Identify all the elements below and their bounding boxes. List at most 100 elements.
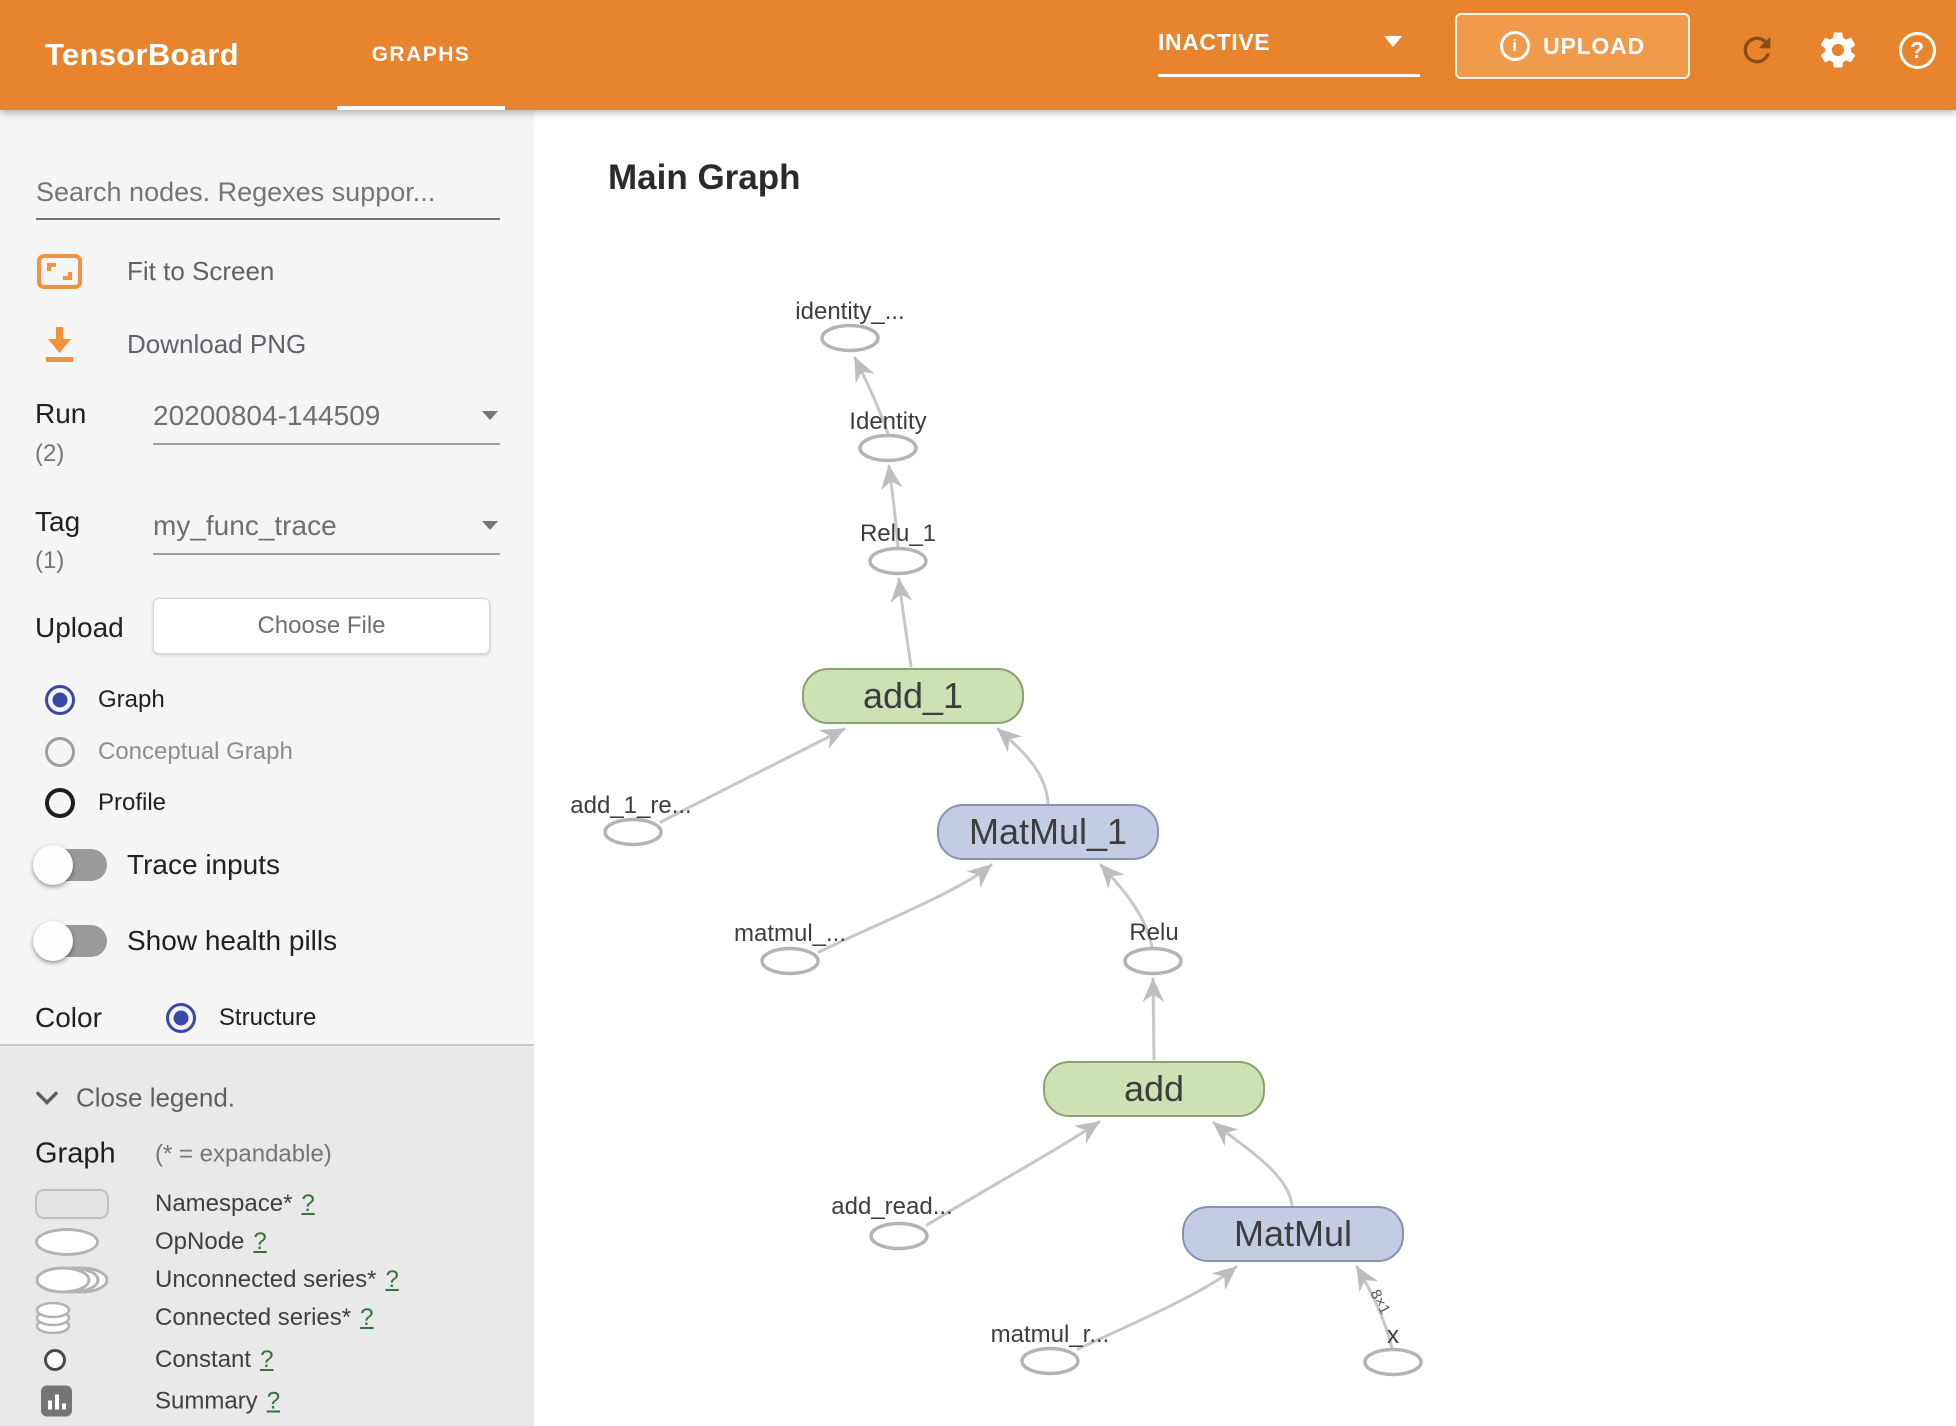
view-option-graph-label[interactable]: Graph xyxy=(98,686,165,713)
legend-label: Constant xyxy=(155,1346,252,1373)
health-pills-toggle[interactable] xyxy=(33,921,109,961)
fit-to-screen-icon xyxy=(37,254,82,289)
search-underline xyxy=(36,218,500,220)
toggle-thumb[interactable] xyxy=(33,921,73,961)
color-structure-radio[interactable] xyxy=(165,1003,196,1033)
node-label-identity: Identity xyxy=(849,408,927,435)
legend-label: Unconnected series* xyxy=(155,1266,377,1293)
color-label: Color xyxy=(35,1002,102,1033)
trace-inputs-label[interactable]: Trace inputs xyxy=(127,849,281,880)
tab-graphs-label: GRAPHS xyxy=(371,43,471,66)
run-count: (2) xyxy=(35,440,65,467)
fit-to-screen-button[interactable]: Fit to Screen xyxy=(36,251,274,291)
legend-item-opnode: OpNode ? xyxy=(35,1228,267,1256)
health-pills-toggle-row[interactable]: Show health pills xyxy=(33,921,337,961)
help-link[interactable]: ? xyxy=(253,1228,267,1255)
legend-label: Summary xyxy=(155,1387,258,1414)
view-option-profile[interactable]: Profile xyxy=(45,788,166,818)
download-icon xyxy=(46,327,73,362)
node-add-1-label: add_1 xyxy=(862,675,964,716)
legend-heading: Graph xyxy=(35,1137,116,1170)
node-matmul-read[interactable] xyxy=(760,946,820,976)
node-add-1-read[interactable] xyxy=(603,817,663,847)
legend-item-connected-series: Connected series* ? xyxy=(35,1302,373,1334)
node-identity-out[interactable] xyxy=(820,323,880,353)
chevron-down-icon xyxy=(482,521,498,530)
node-label-relu-1: Relu_1 xyxy=(859,520,937,547)
node-label-identity-out: identity_... xyxy=(795,298,905,325)
node-relu-1[interactable] xyxy=(868,546,928,576)
radio-unselected-icon[interactable] xyxy=(45,788,75,818)
radio-unselected-icon[interactable] xyxy=(45,737,75,767)
help-button[interactable]: ? xyxy=(1895,28,1939,72)
view-option-graph[interactable]: Graph xyxy=(45,685,165,715)
node-add[interactable]: add xyxy=(1043,1061,1265,1117)
refresh-icon xyxy=(1743,36,1771,64)
app-logo: TensorBoard xyxy=(45,37,239,72)
trace-inputs-toggle[interactable] xyxy=(33,845,109,885)
health-pills-label[interactable]: Show health pills xyxy=(127,925,338,956)
help-link[interactable]: ? xyxy=(385,1266,399,1293)
opnode-swatch-icon xyxy=(35,1228,99,1256)
radio-selected-icon[interactable] xyxy=(45,685,75,715)
node-add-read[interactable] xyxy=(869,1221,929,1251)
view-option-conceptual-graph[interactable]: Conceptual Graph xyxy=(45,737,293,767)
graph-svg xyxy=(603,323,1423,1377)
run-label: Run xyxy=(35,398,87,429)
color-structure-label[interactable]: Structure xyxy=(218,1004,317,1031)
node-label-x: x xyxy=(1387,1322,1399,1349)
help-link[interactable]: ? xyxy=(260,1346,274,1373)
close-legend-button[interactable]: Close legend. xyxy=(35,1083,235,1114)
node-matmul-1-label: MatMul_1 xyxy=(968,811,1128,852)
graph-canvas[interactable]: Main Graph xyxy=(534,110,1956,1426)
download-png-button[interactable]: Download PNG xyxy=(36,324,306,364)
color-row: Color Structure xyxy=(35,1002,316,1034)
node-identity[interactable] xyxy=(858,433,918,463)
header: TensorBoard GRAPHS INACTIVE i UPLOAD ? xyxy=(0,0,1956,110)
namespace-swatch-icon xyxy=(35,1189,109,1219)
tag-underline xyxy=(153,553,500,555)
refresh-button[interactable] xyxy=(1735,28,1779,72)
help-link[interactable]: ? xyxy=(266,1387,281,1414)
legend-label: OpNode xyxy=(155,1228,245,1255)
node-matmul[interactable]: MatMul xyxy=(1182,1206,1404,1262)
connected-series-swatch-icon xyxy=(35,1302,71,1334)
node-label-add-read: add_read... xyxy=(831,1193,953,1220)
node-add-1[interactable]: add_1 xyxy=(802,668,1024,724)
node-label-add-1-read: add_1_re... xyxy=(570,792,692,819)
view-option-profile-label[interactable]: Profile xyxy=(98,789,167,816)
upload-button[interactable]: i UPLOAD xyxy=(1455,13,1690,79)
node-x[interactable] xyxy=(1363,1347,1423,1377)
chevron-down-icon xyxy=(482,411,498,420)
chevron-down-icon xyxy=(36,1091,58,1105)
search-input[interactable] xyxy=(36,170,500,214)
settings-button[interactable] xyxy=(1816,28,1860,72)
node-add-label: add xyxy=(1123,1068,1185,1109)
tab-graphs[interactable]: GRAPHS xyxy=(337,0,505,110)
node-matmul-r-read[interactable] xyxy=(1020,1346,1080,1376)
legend-label: Connected series* xyxy=(155,1304,352,1331)
legend-item-unconnected-series: Unconnected series* ? xyxy=(35,1265,399,1295)
node-label-matmul-read: matmul_... xyxy=(733,920,847,947)
summary-swatch-icon xyxy=(41,1385,72,1417)
help-link[interactable]: ? xyxy=(360,1304,374,1331)
choose-file-button[interactable]: Choose File xyxy=(153,598,490,654)
choose-file-label: Choose File xyxy=(257,612,386,639)
help-link[interactable]: ? xyxy=(301,1190,315,1217)
legend-item-constant: Constant ? xyxy=(35,1346,273,1374)
view-option-conceptual-label[interactable]: Conceptual Graph xyxy=(98,738,293,765)
tag-count: (1) xyxy=(35,547,65,574)
node-label-relu: Relu xyxy=(1129,919,1179,946)
page-title: Main Graph xyxy=(608,158,801,197)
node-relu[interactable] xyxy=(1123,946,1183,976)
node-matmul-1[interactable]: MatMul_1 xyxy=(937,804,1159,860)
unconnected-series-swatch-icon xyxy=(35,1266,109,1294)
graph-edges xyxy=(659,356,1394,1351)
graph-op-ellipses xyxy=(603,323,1423,1377)
trace-inputs-toggle-row[interactable]: Trace inputs xyxy=(33,845,280,885)
run-value: 20200804-144509 xyxy=(153,400,381,431)
legend-item-namespace: Namespace* ? xyxy=(35,1189,315,1219)
toggle-thumb[interactable] xyxy=(33,845,73,885)
status-dropdown[interactable]: INACTIVE xyxy=(1158,22,1420,62)
